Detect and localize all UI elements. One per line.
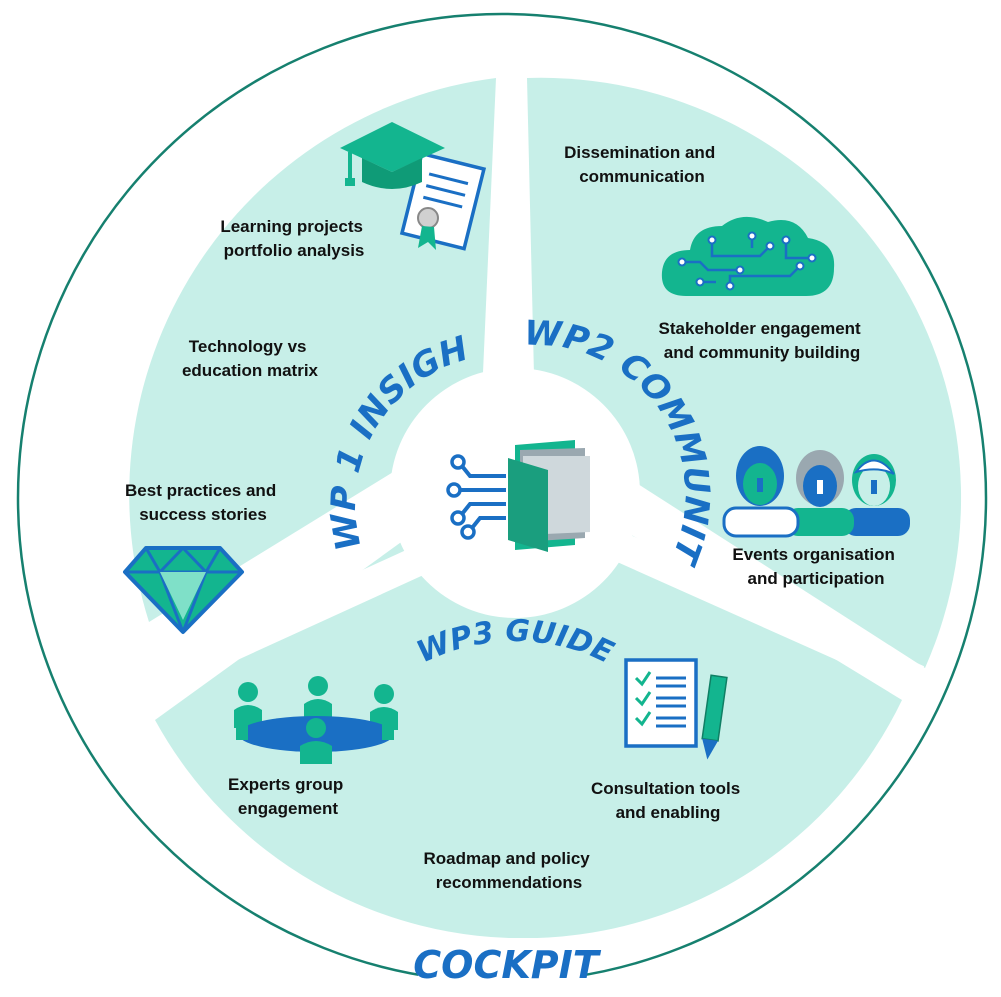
wp3-item-1-label: Experts group engagement [228, 775, 348, 818]
circuit-cloud-icon [661, 216, 835, 296]
checklist-pencil-icon [624, 658, 728, 760]
sector-wp1 [129, 78, 497, 622]
wp1-item-2-label: Technology vs education matrix [182, 337, 319, 380]
meeting-table-icon [234, 676, 398, 764]
wp3-item-3-label: Roadmap and policy recommendations [424, 849, 595, 892]
wp1-item-3-label: Best practices and success stories [125, 481, 281, 524]
diamond-icon [123, 545, 244, 634]
wp1-item-1-label: Learning projects portfolio analysis [220, 217, 367, 260]
wp2-item-2-label: Stakeholder engagement and community bui… [659, 319, 866, 362]
sector-wp3 [155, 462, 902, 939]
cockpit-brand: COCKPIT [413, 943, 602, 987]
people-group-icon [722, 446, 910, 538]
book-circuit-icon [446, 440, 590, 552]
wp2-item-1-label: Dissemination and communication [564, 143, 720, 186]
wp2-item-3-label: Events organisation and participation [732, 545, 899, 588]
wp3-item-2-label: Consultation tools and enabling [591, 779, 745, 822]
graduation-cap-certificate-icon [340, 122, 487, 251]
brand-backdrop [418, 938, 586, 992]
